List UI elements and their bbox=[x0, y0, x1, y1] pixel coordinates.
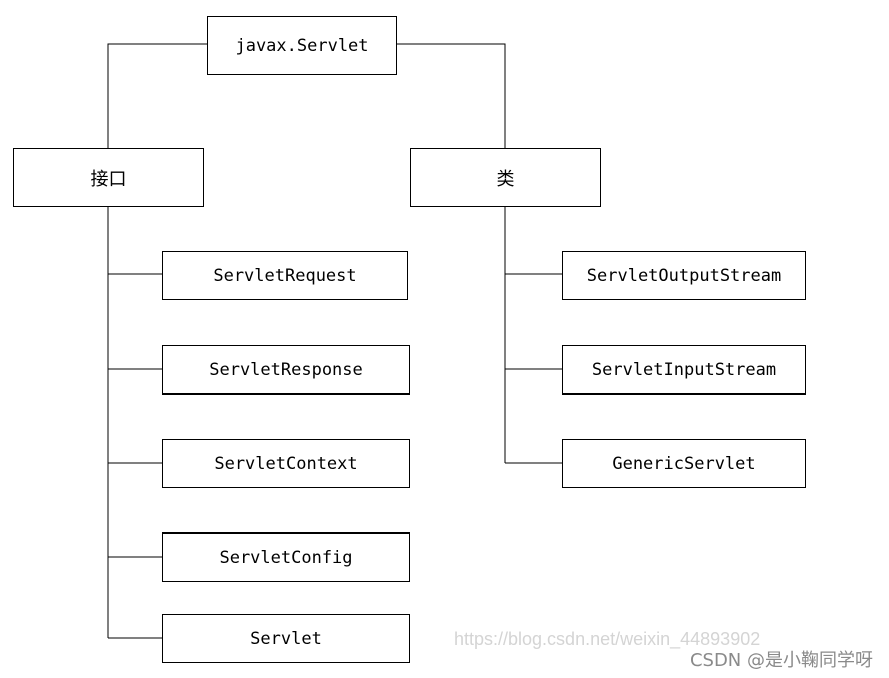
branch-interfaces-label: 接口 bbox=[90, 168, 127, 190]
leaf-node-servletinputstream: ServletInputStream bbox=[562, 345, 806, 395]
leaf-label: Servlet bbox=[250, 628, 322, 649]
connector-root-to-interfaces bbox=[107, 43, 207, 148]
leaf-node-servletconfig: ServletConfig bbox=[162, 532, 410, 582]
watermark-url: https://blog.csdn.net/weixin_44893902 bbox=[454, 629, 761, 649]
leaf-label: ServletRequest bbox=[213, 265, 357, 286]
leaf-label: ServletOutputStream bbox=[586, 265, 782, 286]
leaf-label: ServletInputStream bbox=[591, 359, 777, 380]
leaf-node-servletrequest: ServletRequest bbox=[162, 251, 408, 300]
branch-node-interfaces: 接口 bbox=[13, 148, 204, 207]
watermark-credit: CSDN @是小鞠同学呀 bbox=[689, 650, 873, 671]
leaf-node-servletoutputstream: ServletOutputStream bbox=[562, 251, 806, 300]
leaf-node-servletresponse: ServletResponse bbox=[162, 345, 410, 395]
branch-node-classes: 类 bbox=[410, 148, 601, 207]
leaf-label: ServletContext bbox=[214, 453, 358, 474]
root-node-label: javax.Servlet bbox=[235, 35, 369, 56]
leaf-node-servlet: Servlet bbox=[162, 614, 410, 663]
leaf-node-genericservlet: GenericServlet bbox=[562, 439, 806, 488]
branch-classes-label: 类 bbox=[496, 168, 515, 190]
connector-root-to-classes bbox=[396, 43, 506, 148]
leaf-node-servletcontext: ServletContext bbox=[162, 439, 410, 488]
root-node-javax-servlet: javax.Servlet bbox=[207, 16, 397, 75]
leaf-label: ServletResponse bbox=[209, 359, 363, 380]
leaf-label: GenericServlet bbox=[612, 453, 756, 474]
leaf-label: ServletConfig bbox=[219, 547, 353, 568]
